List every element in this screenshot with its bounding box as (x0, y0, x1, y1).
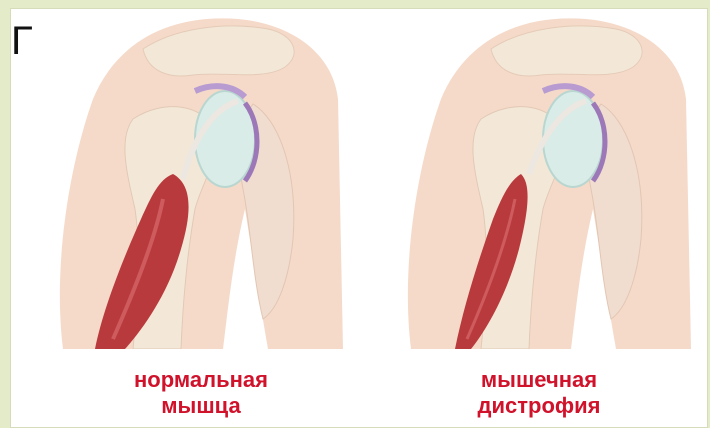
caption-muscular-dystrophy: мышечная дистрофия (389, 367, 689, 419)
shoulder-illustration-dystrophy (371, 9, 701, 349)
caption-normal-muscle: нормальная мышца (51, 367, 351, 419)
image-panel: Г (10, 8, 708, 428)
shoulder-illustration-normal (23, 9, 353, 349)
caption-line: дистрофия (389, 393, 689, 419)
caption-line: нормальная (51, 367, 351, 393)
caption-line: мышечная (389, 367, 689, 393)
caption-line: мышца (51, 393, 351, 419)
